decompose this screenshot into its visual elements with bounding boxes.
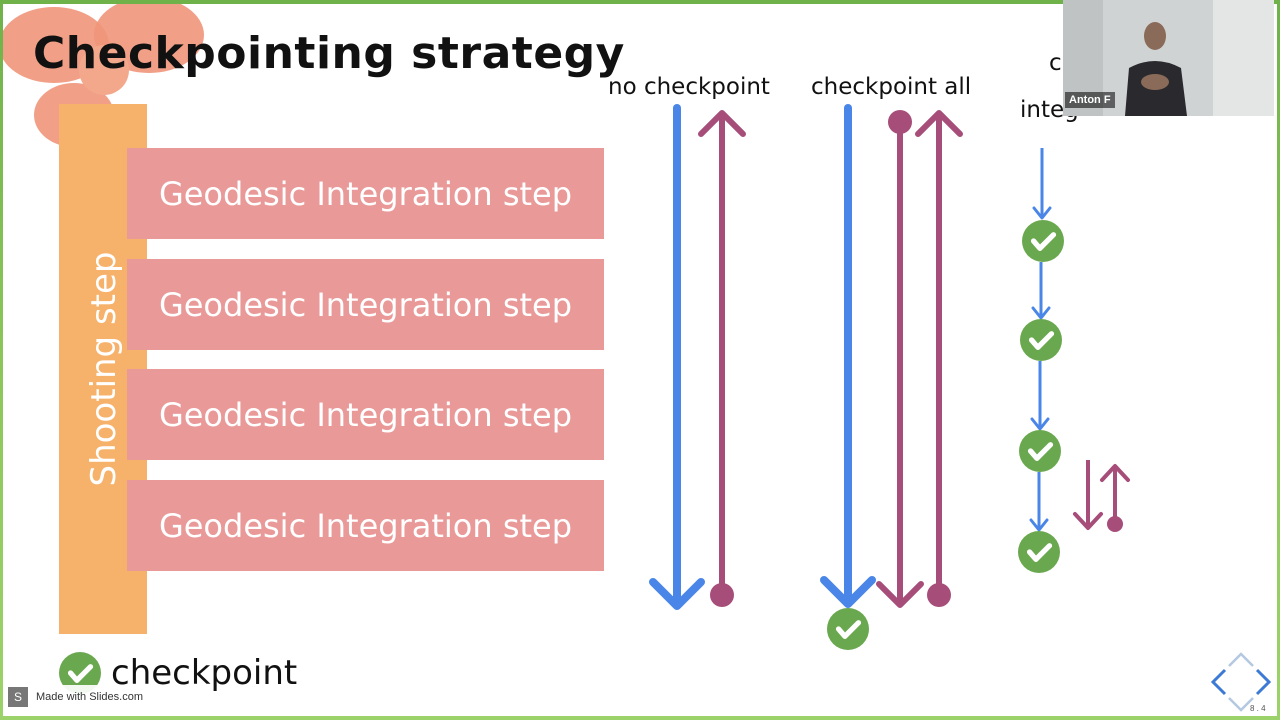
checkpoint-icon <box>1018 531 1060 573</box>
forward-arrow <box>649 104 705 610</box>
geodesic-step-box: Geodesic Integration step <box>127 369 604 460</box>
geodesic-step-box: Geodesic Integration step <box>127 259 604 350</box>
geodesic-step-box: Geodesic Integration step <box>127 148 604 239</box>
backward-arrow <box>1100 464 1130 532</box>
forward-arrow <box>1029 472 1049 532</box>
page-number: 8 . 4 <box>1250 704 1266 713</box>
webcam-overlay: Anton F <box>1063 0 1274 116</box>
presenter-video <box>1063 0 1274 116</box>
recompute-arrow <box>1073 460 1103 530</box>
checkpoint-icon <box>59 652 101 694</box>
recompute-arrow <box>876 110 924 608</box>
slides-logo-icon: S <box>8 687 28 707</box>
no-checkpoint-label: no checkpoint <box>608 74 770 100</box>
nav-down-icon[interactable] <box>1228 697 1254 712</box>
nav-up-icon[interactable] <box>1228 652 1254 667</box>
checkpoint-icon <box>1019 430 1061 472</box>
forward-arrow <box>1030 361 1050 431</box>
nav-right-icon[interactable] <box>1255 668 1272 696</box>
nav-left-icon[interactable] <box>1210 668 1227 696</box>
slide-navigation <box>1209 650 1273 716</box>
made-with-slides-text: Made with Slides.com <box>36 691 143 703</box>
checkpoint-icon <box>1020 319 1062 361</box>
strategy-arrows <box>649 104 1130 716</box>
checkpoint-icon <box>1022 220 1064 262</box>
geodesic-step-box: Geodesic Integration step <box>127 480 604 571</box>
slide-title: Checkpointing strategy <box>33 28 625 79</box>
webcam-name-tag: Anton F <box>1065 92 1115 108</box>
made-with-slides-badge[interactable]: S Made with Slides.com <box>6 685 151 709</box>
forward-arrow <box>1031 262 1051 320</box>
checkpoint-all-label: checkpoint all <box>811 74 972 100</box>
backward-arrow <box>915 110 963 607</box>
forward-arrow <box>1032 148 1052 220</box>
forward-arrow <box>820 104 876 608</box>
slide: Checkpointing strategy Shooting step Geo… <box>3 4 1277 716</box>
backward-arrow <box>698 110 746 607</box>
checkpoint-icon <box>827 608 869 650</box>
